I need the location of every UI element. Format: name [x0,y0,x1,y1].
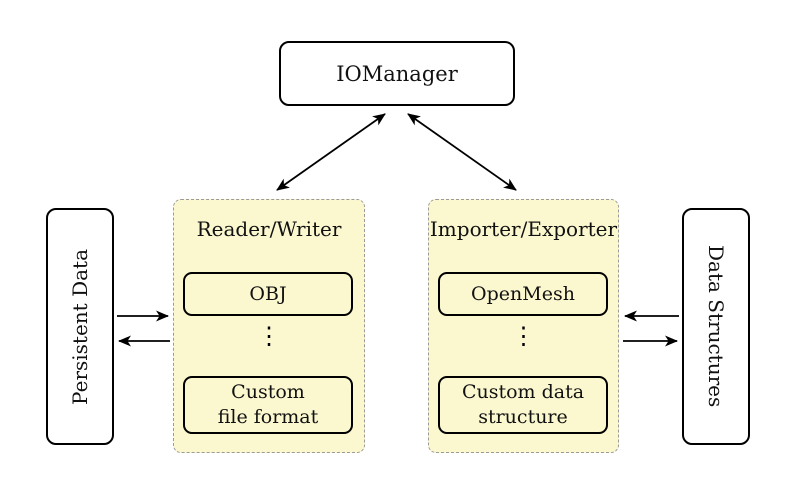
obj-label: OBJ [249,282,287,305]
persistent-data-label: Persistent Data [68,248,92,405]
reader-writer-ellipsis: ⋮ [257,322,281,350]
obj-node: OBJ [183,272,353,316]
importer-exporter-ellipsis: ⋮ [511,322,536,350]
reader-writer-title: Reader/Writer [196,217,342,241]
openmesh-label: OpenMesh [471,282,575,305]
iomanager-node: IOManager [279,41,515,106]
data-structures-node: Data Structures [682,208,750,445]
importer-exporter-group: Importer/Exporter OpenMesh ⋮ Custom data… [428,199,619,453]
custom-file-format-label: Custom file format [217,381,319,428]
custom-data-structure-node: Custom data structure [438,376,608,434]
importer-exporter-title: Importer/Exporter [429,217,618,241]
reader-writer-group: Reader/Writer OBJ ⋮ Custom file format [173,199,365,453]
data-structures-label: Data Structures [704,245,728,408]
iomanager-label: IOManager [336,61,458,86]
arrow-iomanager-importerexporter [407,113,517,191]
openmesh-node: OpenMesh [438,272,608,316]
persistent-data-node: Persistent Data [46,208,114,445]
arrow-iomanager-readerwriter [276,113,386,191]
custom-data-structure-label: Custom data structure [461,381,585,428]
custom-file-format-node: Custom file format [183,376,353,434]
